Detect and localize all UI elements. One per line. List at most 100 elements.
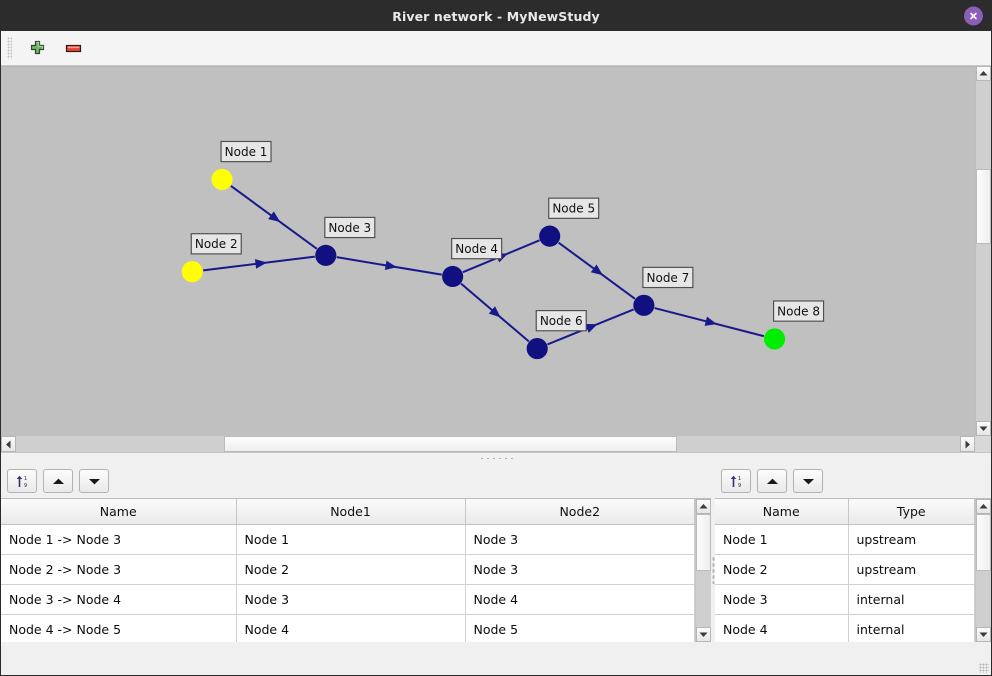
node-cell-type[interactable]: upstream bbox=[848, 554, 975, 585]
graph-node[interactable] bbox=[315, 244, 337, 266]
vscroll-track[interactable] bbox=[976, 81, 991, 421]
graph-node[interactable] bbox=[539, 225, 561, 247]
node-cell-name[interactable]: Node 4 bbox=[715, 614, 849, 642]
node-sort-button[interactable]: 1 9 bbox=[721, 469, 751, 493]
branch-panel-toolbar: 1 9 bbox=[1, 464, 711, 498]
graph-node[interactable] bbox=[526, 337, 548, 360]
hscroll-track[interactable] bbox=[16, 436, 960, 452]
graph-node-label[interactable]: Node 5 bbox=[548, 197, 600, 219]
chevron-up-icon bbox=[699, 504, 708, 509]
graph-node-label[interactable]: Node 1 bbox=[220, 140, 272, 163]
graph-node[interactable] bbox=[211, 168, 233, 190]
canvas-vertical-scrollbar[interactable] bbox=[975, 66, 991, 436]
svg-text:1: 1 bbox=[738, 476, 741, 482]
scroll-down-button[interactable] bbox=[976, 421, 991, 436]
branch-cell-name[interactable]: Node 2 -> Node 3 bbox=[1, 554, 237, 585]
graph-node-label[interactable]: Node 8 bbox=[773, 300, 825, 322]
branch-cell-name[interactable]: Node 1 -> Node 3 bbox=[1, 524, 237, 555]
node-panel: 1 9 bbox=[715, 464, 991, 675]
graph-node-label[interactable]: Node 6 bbox=[535, 310, 587, 332]
branch-cell-name[interactable]: Node 3 -> Node 4 bbox=[1, 584, 237, 615]
river-network-graph: Node 1 Node 2 Node 3 Node 4 Node 5 Node 6 Node… bbox=[181, 140, 825, 360]
graph-node[interactable] bbox=[763, 328, 786, 350]
node-label-box bbox=[451, 237, 503, 260]
chevron-up-icon bbox=[979, 504, 988, 509]
add-node-button[interactable] bbox=[24, 35, 50, 61]
node-cell-name[interactable]: Node 1 bbox=[715, 524, 849, 555]
graph-node[interactable] bbox=[633, 294, 655, 316]
hscroll-thumb[interactable] bbox=[223, 436, 677, 452]
horizontal-splitter[interactable] bbox=[1, 452, 991, 464]
node-cell-type[interactable]: internal bbox=[848, 584, 975, 615]
branch-cell-node2[interactable]: Node 4 bbox=[465, 584, 695, 615]
close-button[interactable] bbox=[964, 6, 983, 26]
node-scroll-up-button[interactable] bbox=[976, 499, 991, 514]
graph-node[interactable] bbox=[181, 261, 203, 283]
node-col-name[interactable]: Name bbox=[715, 499, 849, 525]
node-label-box bbox=[773, 300, 825, 322]
branch-cell-node2[interactable]: Node 3 bbox=[465, 554, 695, 585]
branch-cell-node1[interactable]: Node 3 bbox=[236, 584, 466, 615]
edge-arrow-icon bbox=[704, 316, 717, 326]
toolbar-grip[interactable] bbox=[7, 37, 12, 59]
branch-col-node1[interactable]: Node1 bbox=[236, 499, 466, 525]
graph-node-label[interactable]: Node 4 bbox=[451, 237, 503, 260]
scroll-right-button[interactable] bbox=[960, 436, 975, 452]
node-table-vertical-scrollbar[interactable] bbox=[975, 499, 991, 642]
node-cell-name[interactable]: Node 3 bbox=[715, 584, 849, 615]
graph-node-label[interactable]: Node 3 bbox=[324, 216, 376, 239]
node-vscroll-track[interactable] bbox=[976, 514, 991, 627]
graph-node-label[interactable]: Node 2 bbox=[190, 233, 242, 255]
branch-cell-node1[interactable]: Node 4 bbox=[236, 614, 466, 642]
node-cell-type[interactable]: upstream bbox=[848, 524, 975, 555]
vertical-splitter[interactable] bbox=[711, 464, 715, 675]
window-resize-grip[interactable] bbox=[979, 663, 989, 673]
node-col-type[interactable]: Type bbox=[848, 499, 975, 525]
triangle-down-icon bbox=[88, 478, 100, 484]
branch-table-vertical-scrollbar[interactable] bbox=[695, 499, 711, 642]
branch-vscroll-track[interactable] bbox=[696, 514, 711, 627]
close-icon bbox=[970, 12, 977, 20]
vscroll-thumb[interactable] bbox=[976, 169, 991, 245]
node-cell-type[interactable]: internal bbox=[848, 614, 975, 642]
graph-canvas[interactable]: Node 1 Node 2 Node 3 Node 4 Node 5 Node 6 Node… bbox=[1, 66, 975, 436]
branch-scroll-up-button[interactable] bbox=[696, 499, 711, 514]
branch-scroll-down-button[interactable] bbox=[696, 627, 711, 642]
branch-cell-name[interactable]: Node 4 -> Node 5 bbox=[1, 614, 237, 642]
sort-ascending-icon: 1 9 bbox=[730, 475, 741, 489]
node-scroll-down-button[interactable] bbox=[976, 627, 991, 642]
node-panel-toolbar: 1 9 bbox=[715, 464, 991, 498]
branch-cell-node1[interactable]: Node 1 bbox=[236, 524, 466, 555]
branch-col-node2[interactable]: Node2 bbox=[465, 499, 695, 525]
branch-cell-node2[interactable]: Node 5 bbox=[465, 614, 695, 642]
branch-sort-button[interactable]: 1 9 bbox=[7, 469, 37, 493]
canvas-horizontal-scrollbar[interactable] bbox=[1, 436, 975, 452]
scroll-up-button[interactable] bbox=[976, 66, 991, 81]
graph-node[interactable] bbox=[442, 265, 464, 288]
remove-node-button[interactable] bbox=[60, 35, 86, 61]
node-vscroll-thumb[interactable] bbox=[976, 514, 991, 571]
branch-col-name[interactable]: Name bbox=[1, 499, 237, 525]
node-move-down-button[interactable] bbox=[793, 469, 823, 493]
node-cell-name[interactable]: Node 2 bbox=[715, 554, 849, 585]
branch-vscroll-thumb[interactable] bbox=[696, 514, 711, 571]
branch-cell-node2[interactable]: Node 3 bbox=[465, 524, 695, 555]
sort-ascending-icon: 1 9 bbox=[16, 475, 27, 489]
branch-move-down-button[interactable] bbox=[79, 469, 109, 493]
graph-node-label[interactable]: Node 7 bbox=[642, 266, 694, 289]
scroll-left-button[interactable] bbox=[1, 436, 16, 452]
branch-move-up-button[interactable] bbox=[43, 469, 73, 493]
node-move-up-button[interactable] bbox=[757, 469, 787, 493]
branch-cell-node1[interactable]: Node 2 bbox=[236, 554, 466, 585]
